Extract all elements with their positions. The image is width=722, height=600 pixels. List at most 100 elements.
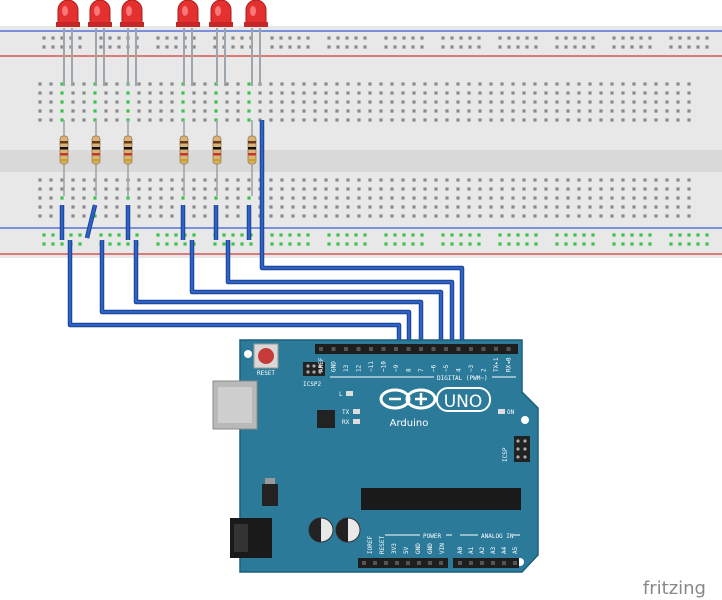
breadboard-hole	[610, 187, 614, 191]
icsp-label: ICSP	[502, 447, 509, 462]
breadboard-hole	[137, 100, 141, 104]
digital-pin-label: TX▸1	[493, 357, 500, 372]
breadboard-hole	[401, 100, 405, 104]
rail-hole	[156, 242, 160, 246]
breadboard-hole	[269, 187, 273, 191]
rail-hole	[621, 36, 625, 40]
l-led-label: L	[339, 391, 343, 398]
rail-hole	[420, 36, 424, 40]
digital-pin-label: RX◂0	[506, 357, 513, 372]
breadboard-hole	[104, 214, 108, 218]
breadboard-body	[0, 26, 722, 258]
rail-hole	[420, 233, 424, 237]
rail-hole	[525, 45, 529, 49]
breadboard-hole	[401, 196, 405, 200]
breadboard-hole	[357, 196, 361, 200]
analog-pin	[513, 561, 517, 565]
breadboard-hole	[643, 196, 647, 200]
breadboard-hole	[313, 91, 317, 95]
breadboard-hole	[555, 196, 559, 200]
rail-hole	[345, 233, 349, 237]
breadboard-hole	[478, 91, 482, 95]
on-led-label: ON	[507, 409, 515, 416]
breadboard-hole	[324, 196, 328, 200]
digital-pin	[494, 347, 498, 351]
rail-hole	[174, 45, 178, 49]
breadboard-hole	[225, 178, 229, 182]
rail-hole	[669, 45, 673, 49]
mounting-hole	[244, 350, 252, 358]
rail-hole	[450, 36, 454, 40]
breadboard-hole	[423, 109, 427, 113]
rail-hole	[696, 242, 700, 246]
breadboard-hole	[335, 178, 339, 182]
breadboard-hole	[379, 91, 383, 95]
breadboard-hole	[489, 196, 493, 200]
breadboard-hole	[104, 187, 108, 191]
resistor-band	[180, 153, 188, 156]
breadboard-hole	[357, 100, 361, 104]
digital-pin	[444, 347, 448, 351]
rail-hole	[678, 242, 682, 246]
resistor-band	[124, 159, 132, 162]
rail-hole	[99, 45, 103, 49]
rail-hole	[156, 45, 160, 49]
breadboard-hole	[170, 100, 174, 104]
reset-button-cap[interactable]	[258, 348, 274, 364]
breadboard-hole	[610, 205, 614, 209]
breadboard-hole	[621, 178, 625, 182]
breadboard-hole	[456, 109, 460, 113]
breadboard-hole	[126, 196, 130, 200]
breadboard-hole	[423, 205, 427, 209]
digital-pin	[394, 347, 398, 351]
breadboard-hole	[610, 91, 614, 95]
breadboard-hole	[38, 205, 42, 209]
on-led	[498, 409, 505, 414]
breadboard-hole	[181, 118, 185, 122]
breadboard-hole	[192, 196, 196, 200]
breadboard-hole	[192, 100, 196, 104]
rail-hole	[402, 242, 406, 246]
breadboard-hole	[49, 91, 53, 95]
breadboard-hole	[423, 178, 427, 182]
breadboard-hole	[346, 118, 350, 122]
breadboard-hole	[269, 82, 273, 86]
breadboard-hole	[467, 205, 471, 209]
rail-hole	[498, 45, 502, 49]
breadboard-hole	[291, 100, 295, 104]
rail-hole	[354, 233, 358, 237]
resistor-band	[92, 141, 100, 144]
digital-pin-label: 8	[406, 368, 413, 372]
breadboard-hole	[346, 178, 350, 182]
breadboard-hole	[192, 205, 196, 209]
power-pin-label: GND	[415, 543, 422, 554]
breadboard-hole	[324, 187, 328, 191]
breadboard-hole	[368, 91, 372, 95]
rail-hole	[678, 36, 682, 40]
breadboard-hole	[390, 91, 394, 95]
breadboard-hole	[368, 205, 372, 209]
breadboard-hole	[588, 118, 592, 122]
breadboard-hole	[511, 100, 515, 104]
breadboard-hole	[324, 109, 328, 113]
rail-hole	[648, 242, 652, 246]
breadboard-hole	[555, 118, 559, 122]
breadboard-hole	[324, 214, 328, 218]
breadboard-hole	[533, 118, 537, 122]
breadboard-hole	[93, 91, 97, 95]
resistor-band	[124, 147, 132, 150]
breadboard	[0, 26, 722, 258]
jumper-wires	[59, 120, 465, 360]
breadboard-hole	[38, 214, 42, 218]
rail-hole	[411, 36, 415, 40]
jumper-wire	[100, 240, 411, 360]
breadboard-hole	[588, 187, 592, 191]
breadboard-hole	[49, 118, 53, 122]
breadboard-hole	[192, 91, 196, 95]
digital-pin	[469, 347, 473, 351]
rail-hole	[477, 242, 481, 246]
resistor-band	[248, 153, 256, 156]
led-rim	[209, 22, 233, 27]
rail-hole	[468, 242, 472, 246]
rail-hole	[213, 45, 217, 49]
